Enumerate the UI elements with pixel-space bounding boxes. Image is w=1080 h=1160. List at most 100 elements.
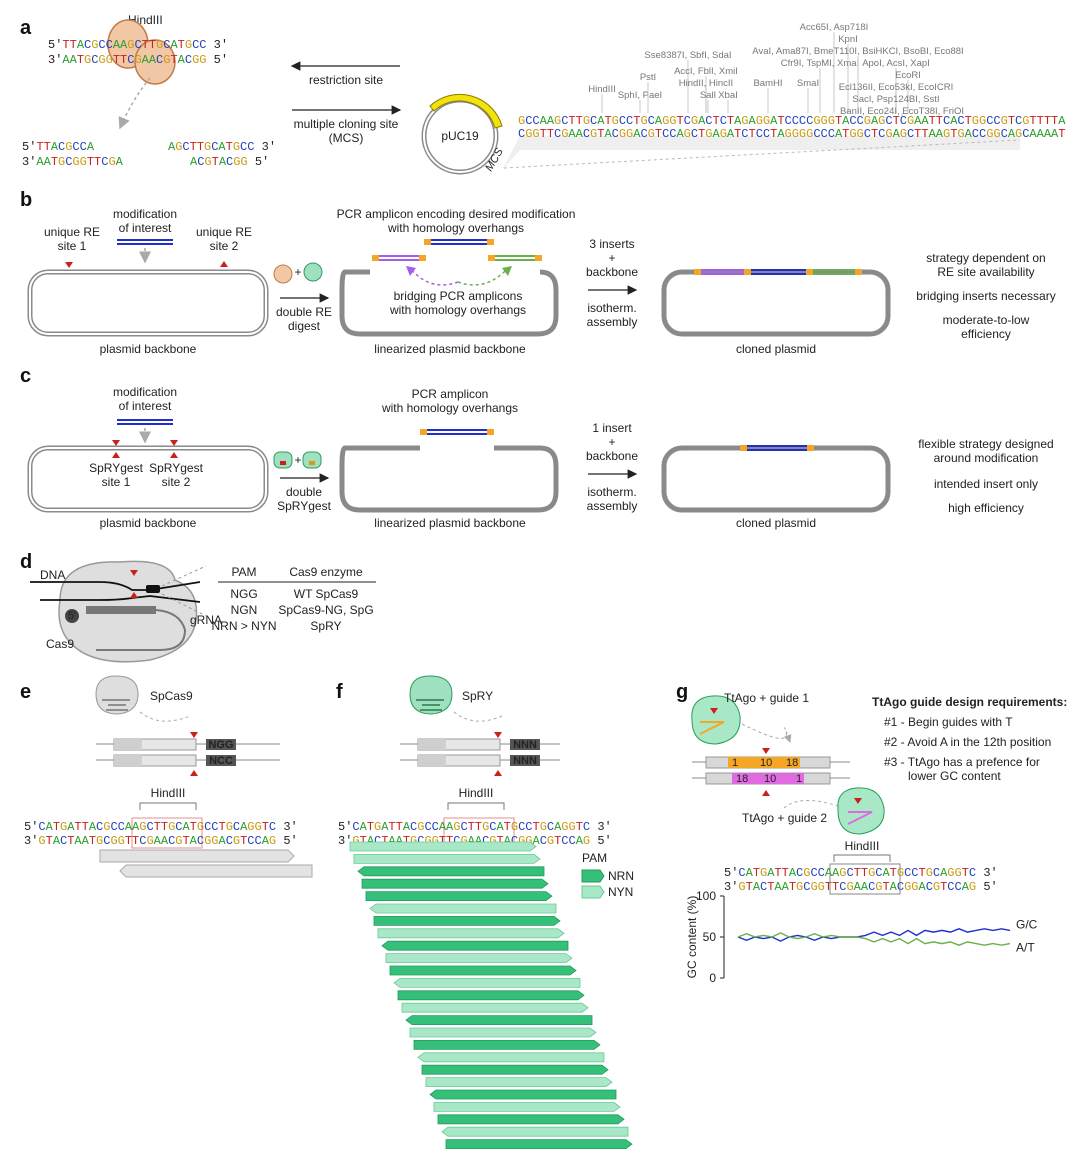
b-linear-backbone: [339, 269, 559, 337]
d-row-enzyme: SpCas9-NG, SpG: [278, 603, 373, 617]
c-site1-b: site 1: [102, 475, 131, 489]
b-plus-2: +: [608, 251, 615, 265]
mcs-zoom-band: [502, 136, 1020, 170]
f-guide-arrow: [441, 1126, 629, 1137]
f-guide-arrow: [365, 891, 553, 901]
c-cut-bot-1: [112, 452, 120, 458]
c-linear-label: linearized plasmid backbone: [374, 516, 526, 530]
e-seq-top: 5'CATGATTACGCCAAGCTTGCATGCCTGCAGGTC 3': [24, 820, 298, 834]
e-cut-top: [190, 732, 198, 738]
enzyme-label: HindIII: [588, 84, 615, 95]
gc-series-line: [737, 932, 1011, 946]
dna-bottom-strand: [40, 595, 201, 603]
puc19-label: pUC19: [441, 129, 479, 143]
b-enzyme-2: [303, 262, 323, 282]
g-ttago-icon-2: [837, 787, 885, 835]
cut-arrow: [118, 77, 151, 130]
grna-spacer: [86, 606, 156, 614]
g-hindiii-bracket: [833, 854, 891, 862]
enzyme-label: HindII, HincII: [679, 78, 733, 89]
b-note-3a: moderate-to-low: [943, 313, 1030, 327]
b-bridge-1: bridging PCR amplicons: [394, 289, 523, 303]
b-cut-2: [220, 261, 228, 267]
enzyme-label: ApoI, AcsI, XapI: [862, 58, 930, 69]
panel-g-label: g: [676, 681, 688, 703]
b-re2-b: site 2: [210, 239, 239, 253]
enzyme-blob-2: [134, 39, 176, 85]
g-site-box: [829, 863, 901, 895]
d-row-pam: NGG: [230, 587, 257, 601]
e-seq-bottom: 3'GTACTAATGCGGTTCGAACGTACGGACGTCCAG 5': [24, 834, 298, 848]
c-backbone-label: plasmid backbone: [100, 516, 197, 530]
enzyme-label: Acc65I, Asp718I: [800, 22, 869, 33]
b-note-2: bridging inserts necessary: [916, 289, 1055, 303]
f-guide-arrow: [357, 866, 545, 877]
b-pcr-1: PCR amplicon encoding desired modificati…: [337, 207, 576, 221]
grna-scaffold: [96, 609, 187, 651]
b-plus: +: [294, 265, 301, 279]
f-enzyme-label: SpRY: [462, 689, 493, 703]
g-guide-1-icon: [699, 721, 725, 735]
f-guide-arrow: [425, 1077, 613, 1087]
f-pam-box-bottom: [510, 755, 540, 766]
gc-series-label: G/C: [1016, 917, 1038, 931]
c-note-2: intended insert only: [934, 477, 1038, 491]
b-ins-1: 3 inserts: [589, 237, 634, 251]
f-cut-bottom: [494, 770, 502, 776]
g-cut-bottom: [762, 790, 770, 796]
enzyme-label: SalI: [700, 90, 716, 101]
panel-e-label: e: [20, 681, 31, 703]
b-cut-1: [65, 262, 73, 268]
g-bot-n18: 18: [736, 773, 748, 785]
b-backbone: [27, 269, 269, 337]
g-seq-bottom: 3'GTACTAATGCGGTTCGAACGTACGGACGTCCAG 5': [724, 880, 998, 894]
b-digest-1: double RE: [276, 305, 332, 319]
c-pcr-2: with homology overhangs: [381, 401, 518, 415]
g-req-3: #3 - TtAgo has a prefence for: [884, 755, 1040, 769]
f-pam-top: NNN: [513, 739, 537, 751]
f-grna-icon: [416, 699, 444, 711]
f-hindiii-bracket: [447, 802, 505, 810]
b-enzyme-1: [273, 264, 293, 284]
d-grna-label: gRNA: [190, 613, 222, 627]
e-grna-icon: [102, 699, 130, 711]
gc-series-label: A/T: [1016, 941, 1035, 955]
g-req-2: #2 - Avoid A in the 12th position: [884, 735, 1051, 749]
c-cut-top-1: [112, 440, 120, 446]
mcs-tag: MCS: [483, 146, 506, 174]
five-prime-marker: [65, 609, 79, 623]
e-hindiii-bracket: [139, 802, 197, 810]
d-zoom-2: [161, 593, 207, 617]
gc-y-tick-label: 50: [703, 930, 717, 944]
f-pam-bottom: NNN: [513, 755, 537, 767]
b-note-1b: RE site availability: [937, 265, 1034, 279]
g-guide1-bar: [728, 757, 800, 768]
enzyme-label: EcoRI: [895, 70, 921, 81]
f-legend-nyn-swatch: [581, 885, 605, 899]
c-site1-a: SpRYgest: [89, 461, 143, 475]
g-cut-top: [762, 748, 770, 754]
mcs-label-2: (MCS): [329, 131, 364, 145]
mcs-seq-top: GCCAAGCTTGCATGCCTGCAGGTCGACTCTAGAGGATCCC…: [518, 114, 1066, 128]
f-guide-arrow: [437, 1114, 625, 1125]
gc-y-tick-label: 100: [696, 889, 716, 903]
b-bridge-head-2: [502, 266, 512, 276]
b-pcr-2: with homology overhangs: [387, 221, 524, 235]
g-bot-n1: 1: [796, 773, 802, 785]
c-pcr-1: PCR amplicon: [412, 387, 489, 401]
mcs-label-1: multiple cloning site: [294, 117, 399, 131]
pam-block: [146, 585, 160, 593]
e-site-box: [131, 817, 203, 849]
d-cas9-label: Cas9: [46, 637, 74, 651]
g-bot-n10: 10: [764, 773, 776, 785]
d-header-enzyme: Cas9 enzyme: [289, 565, 363, 579]
b-ins-2: backbone: [586, 265, 638, 279]
gc-y-tick-label: 0: [709, 971, 716, 985]
enzyme-label: AccI, FblI, XmiI: [674, 66, 738, 77]
f-pam-box-top: [510, 739, 540, 750]
d-row-pam: NRN > NYN: [211, 619, 276, 633]
b-note-1a: strategy dependent on: [926, 251, 1045, 265]
